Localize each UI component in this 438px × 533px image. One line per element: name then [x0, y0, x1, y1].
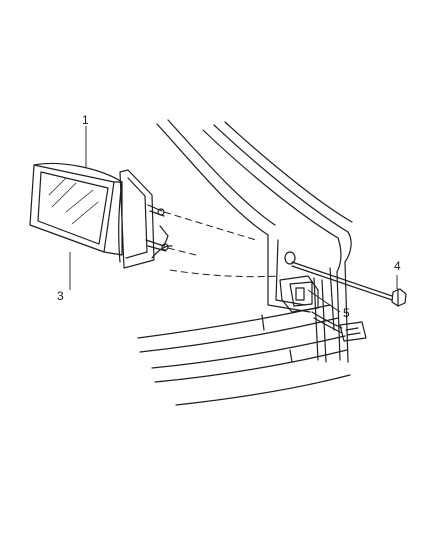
mirror-housing	[33, 162, 155, 269]
leader-lines	[69, 126, 398, 313]
mounting-bolt	[284, 251, 393, 301]
assembly-lines	[163, 211, 281, 278]
callout-1: 1	[82, 113, 89, 127]
mirror-glass	[29, 164, 115, 253]
callout-3: 3	[57, 289, 64, 303]
nut	[391, 288, 407, 307]
mounting-studs	[145, 204, 173, 259]
callout-5: 5	[343, 306, 350, 320]
door-frame	[137, 119, 353, 406]
callout-4: 4	[394, 259, 401, 273]
connector-plug	[339, 321, 367, 342]
